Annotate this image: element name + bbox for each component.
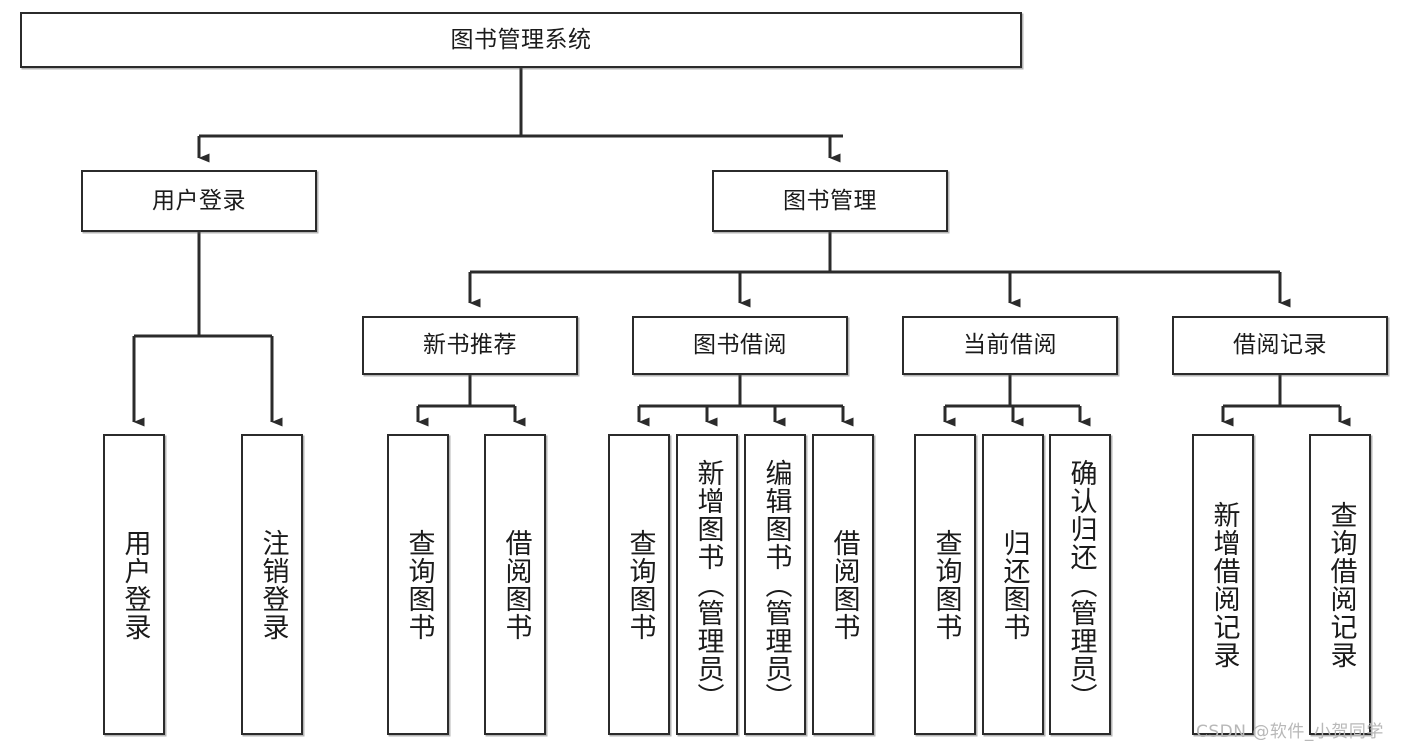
node-leaf-confirm-return[interactable]: 确认归还（管理员） [1049,434,1111,735]
node-user-login[interactable]: 用户登录 [81,170,317,232]
node-leaf-query-record-label: 查询借阅记录 [1325,500,1357,669]
node-current-borrow-label: 当前借阅 [963,332,1057,358]
node-leaf-user-login-label: 用户登录 [119,528,151,641]
node-leaf-logout-label: 注销登录 [257,528,289,641]
node-leaf-query-book-2-label: 查询图书 [624,528,656,641]
node-leaf-confirm-return-label: 确认归还（管理员） [1065,458,1097,711]
node-user-login-label: 用户登录 [152,187,246,214]
node-book-management-label: 图书管理 [783,187,877,214]
node-leaf-query-record[interactable]: 查询借阅记录 [1309,434,1371,735]
node-leaf-edit-book[interactable]: 编辑图书（管理员） [744,434,806,735]
node-leaf-query-book-1-label: 查询图书 [403,528,435,641]
node-leaf-query-book-2[interactable]: 查询图书 [608,434,670,735]
node-borrow-record[interactable]: 借阅记录 [1172,316,1388,375]
node-leaf-user-login[interactable]: 用户登录 [103,434,165,735]
node-leaf-add-record[interactable]: 新增借阅记录 [1192,434,1254,735]
node-leaf-borrow-book-2-label: 借阅图书 [828,528,860,641]
node-leaf-borrow-book-2[interactable]: 借阅图书 [812,434,874,735]
node-leaf-logout[interactable]: 注销登录 [241,434,303,735]
node-leaf-query-book-1[interactable]: 查询图书 [387,434,449,735]
node-leaf-add-book-label: 新增图书（管理员） [692,458,724,711]
node-leaf-borrow-book-1-label: 借阅图书 [500,528,532,641]
node-root[interactable]: 图书管理系统 [20,12,1022,68]
node-leaf-add-record-label: 新增借阅记录 [1208,500,1240,669]
node-leaf-query-book-3[interactable]: 查询图书 [914,434,976,735]
node-leaf-return-book[interactable]: 归还图书 [982,434,1044,735]
node-book-borrow[interactable]: 图书借阅 [632,316,848,375]
csdn-watermark: CSDN @软件_小贺同学 [1196,722,1384,742]
node-book-borrow-label: 图书借阅 [693,332,787,358]
node-leaf-query-book-3-label: 查询图书 [930,528,962,641]
node-new-book-recommend-label: 新书推荐 [423,332,517,358]
node-leaf-borrow-book-1[interactable]: 借阅图书 [484,434,546,735]
node-leaf-edit-book-label: 编辑图书（管理员） [760,458,792,711]
node-leaf-return-book-label: 归还图书 [998,528,1030,641]
node-borrow-record-label: 借阅记录 [1233,332,1327,358]
node-leaf-add-book[interactable]: 新增图书（管理员） [676,434,738,735]
node-new-book-recommend[interactable]: 新书推荐 [362,316,578,375]
node-root-label: 图书管理系统 [450,26,592,53]
node-book-management[interactable]: 图书管理 [712,170,948,232]
node-current-borrow[interactable]: 当前借阅 [902,316,1118,375]
